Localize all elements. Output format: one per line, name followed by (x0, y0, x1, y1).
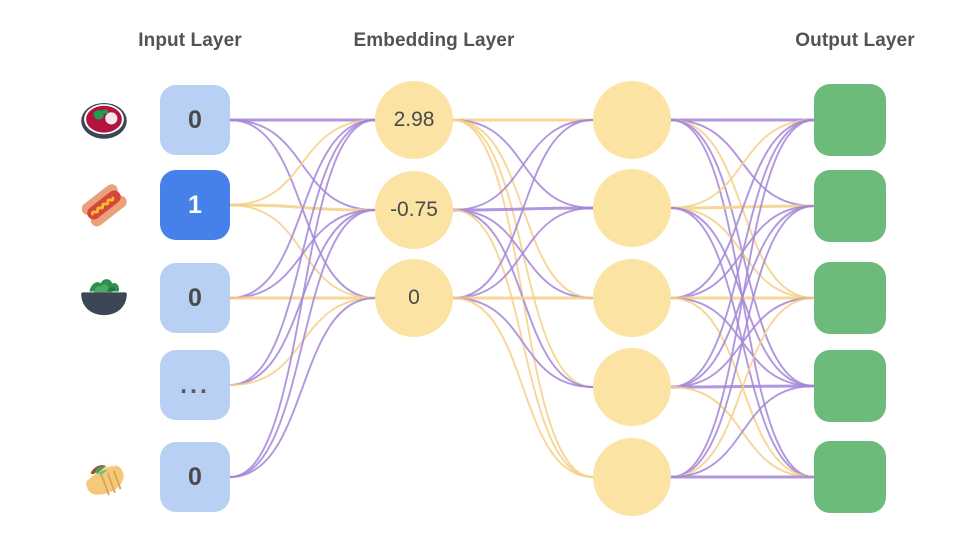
edge (452, 297, 594, 478)
output-node-0[interactable] (814, 84, 886, 156)
hidden-node-1[interactable] (593, 169, 671, 247)
edge (229, 119, 376, 206)
edge (670, 205, 815, 478)
edge (452, 297, 594, 388)
embedding-node-2[interactable]: 0 (375, 259, 453, 337)
edge (229, 119, 376, 478)
edge (229, 119, 376, 386)
title-output-layer: Output Layer (795, 30, 915, 51)
title-input-layer: Input Layer (138, 30, 242, 51)
steak-emoji (78, 94, 130, 146)
hidden-node-4[interactable] (593, 438, 671, 516)
input-node-2[interactable]: 0 (160, 263, 230, 333)
edge (670, 297, 815, 478)
edge (229, 209, 376, 478)
edge (670, 119, 815, 478)
edge (452, 119, 594, 211)
input-node-0[interactable]: 0 (160, 85, 230, 155)
embedding-node-1[interactable]: -0.75 (375, 171, 453, 249)
edge (229, 119, 376, 211)
edge (229, 119, 376, 299)
salad-emoji (78, 272, 130, 324)
output-node-1[interactable] (814, 170, 886, 242)
hidden-node-0[interactable] (593, 81, 671, 159)
edge (670, 119, 815, 299)
burrito-emoji (78, 451, 130, 503)
edge (452, 207, 594, 299)
output-node-2[interactable] (814, 262, 886, 334)
input-node-4[interactable]: 0 (160, 442, 230, 512)
output-node-4[interactable] (814, 441, 886, 513)
input-node-3[interactable]: ... (160, 350, 230, 420)
hotdog-emoji (78, 179, 130, 231)
edge (452, 119, 594, 299)
title-embedding-layer: Embedding Layer (353, 30, 515, 51)
embedding-node-0[interactable]: 2.98 (375, 81, 453, 159)
input-node-1[interactable]: 1 (160, 170, 230, 240)
hidden-node-2[interactable] (593, 259, 671, 337)
edge (670, 119, 815, 388)
hidden-node-3[interactable] (593, 348, 671, 426)
edge (670, 385, 815, 478)
edge (229, 297, 376, 478)
output-node-3[interactable] (814, 350, 886, 422)
edge (670, 119, 815, 209)
